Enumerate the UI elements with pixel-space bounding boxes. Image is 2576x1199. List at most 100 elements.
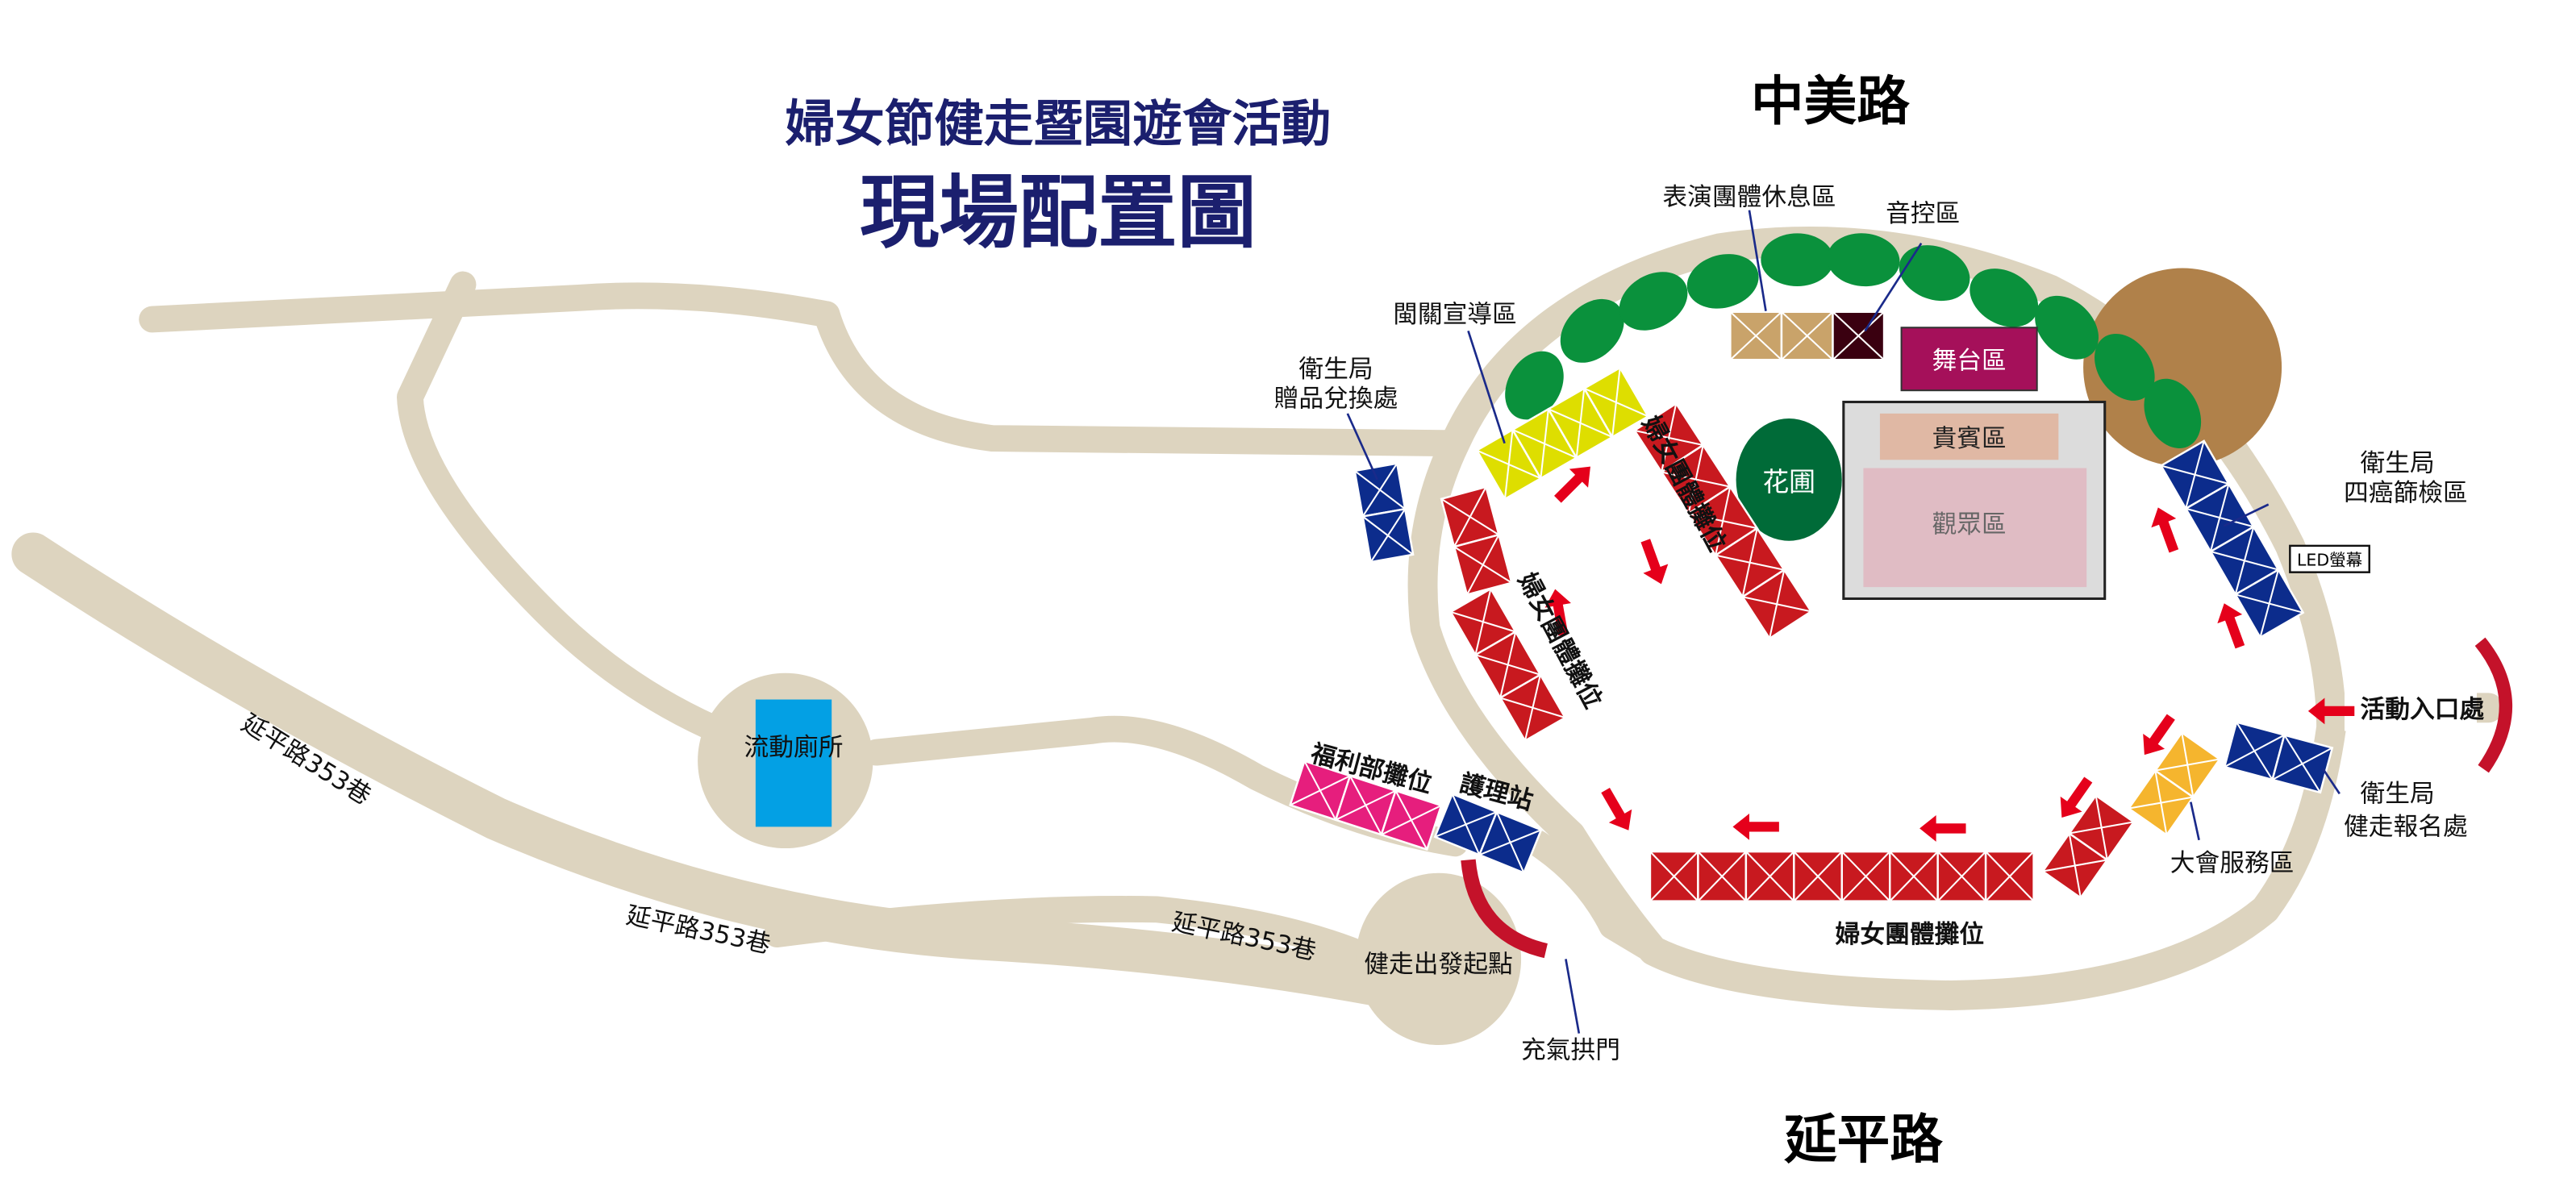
tree [1560,298,1624,363]
tree [2035,295,2099,360]
welfare-booths [1289,760,1443,851]
road-north: 中美路 [1751,71,1910,132]
women-stalls-right [2041,793,2136,900]
booth-cross [1354,463,1406,518]
led-label: LED螢幕 [2297,550,2362,569]
booth-cross [1476,429,1541,500]
direction-arrow-icon [2060,776,2093,818]
inflatable-arch [1461,859,1549,959]
service-label: 大會服務區 [2170,849,2295,878]
direction-arrow-icon [2143,714,2175,756]
toilet-label: 流動廁所 [744,733,844,762]
booth-cross [1634,403,1703,473]
booth-cross [1583,367,1649,438]
booth-cross [1715,527,1785,597]
led-screen [2289,544,2370,573]
screening-label-1: 衛生局 [2360,449,2434,478]
booth-cross [1985,851,2035,902]
gift-label-2: 贈品兌換處 [1274,385,1398,414]
booth-cross [1381,790,1442,851]
direction-arrow-icon [1640,539,1669,585]
booth-cross [2224,722,2285,781]
title-line1: 婦女節健走暨園遊會活動 [786,95,1332,153]
tree [1686,254,1759,309]
service-booths [2127,731,2221,837]
vip-label: 貴賓區 [1932,424,2006,453]
direction-arrow-icon [1732,813,1779,840]
booth-cross [1478,811,1542,873]
booth-cross [2185,483,2254,552]
booth-cross [1548,388,1613,458]
sound-label: 音控區 [1886,199,1960,228]
direction-arrow-icon [2151,507,2179,553]
booth-cross [1841,851,1890,902]
booth-cross [1697,851,1747,902]
booth-cross [1335,775,1396,835]
tree [1970,269,2039,327]
road-south: 延平路 [1784,1109,1943,1170]
nurse-booths [1433,793,1543,875]
booth-cross [2128,770,2194,835]
start-label: 健走出發起點 [1364,950,1513,979]
booth-cross [1936,851,1986,902]
direction-arrow-icon [2307,697,2355,725]
booth-cross [1453,534,1512,596]
gift-label-1: 衛生局 [1298,355,1373,384]
booth-cross [1434,793,1498,856]
booth-cross [1450,589,1516,656]
booth-cross [2161,440,2229,510]
screening-booths [2159,439,2305,639]
signup-label-2: 健走報名處 [2344,813,2468,842]
signup-booths [2223,721,2334,794]
tree [1827,233,1900,287]
audience-label: 觀眾區 [1932,510,2006,539]
rest-area-label: 表演團體休息區 [1662,183,1836,212]
tree [1619,272,1688,331]
stage-label: 舞台區 [1932,347,2006,376]
garden-label: 花圃 [1762,467,1815,498]
vip-area [1879,413,2059,460]
garden [1736,418,1842,541]
direction-arrow-icon [1919,815,1966,842]
booth-cross [1742,569,1811,639]
promo-label: 閩關宣導區 [1393,300,1517,329]
booth-cross [1649,851,1699,902]
toilet-block [755,699,832,827]
audience-area [1863,468,2087,588]
stage-area [1900,327,2038,392]
booth-cross [2042,833,2107,898]
direction-arrow-icon [1554,466,1590,503]
booth-cross [2210,527,2279,595]
direction-arrows [1544,466,2355,842]
direction-arrow-icon [2217,603,2245,649]
direction-arrow-icon [1601,787,1632,831]
booth-cross [1661,444,1731,514]
booth-cross [1512,409,1578,479]
tree [2144,378,2202,449]
title-line2: 現場配置圖 [860,168,1257,260]
booth-cross [2069,795,2134,860]
women-stalls-center [1632,402,1813,640]
booths [1289,310,2334,902]
rest-area-booths [1729,310,1886,361]
booth-cross [1475,631,1541,698]
screening-label-2: 四癌篩檢區 [2344,479,2468,508]
leader-lines [1346,210,2340,1034]
tree-row [1505,233,2202,449]
women-stalls-bottom [1649,850,2035,902]
tree [2095,334,2155,401]
booth-cross [2235,569,2303,638]
tree [1505,351,1564,420]
promo-booths [1475,366,1650,501]
brown-lawn [2083,268,2282,467]
booth-cross [1440,486,1499,547]
booth-cross [1729,311,1782,360]
gift-exchange-booths [1353,462,1415,564]
women-stalls-left-lower [1448,587,1567,743]
entrance-arch [2474,637,2513,773]
signup-label-1: 衛生局 [2360,780,2434,809]
booth-cross [1781,311,1834,360]
booth-cross [2272,735,2333,793]
booth-cross [1688,486,1757,556]
entrance-gap [2344,681,2477,731]
